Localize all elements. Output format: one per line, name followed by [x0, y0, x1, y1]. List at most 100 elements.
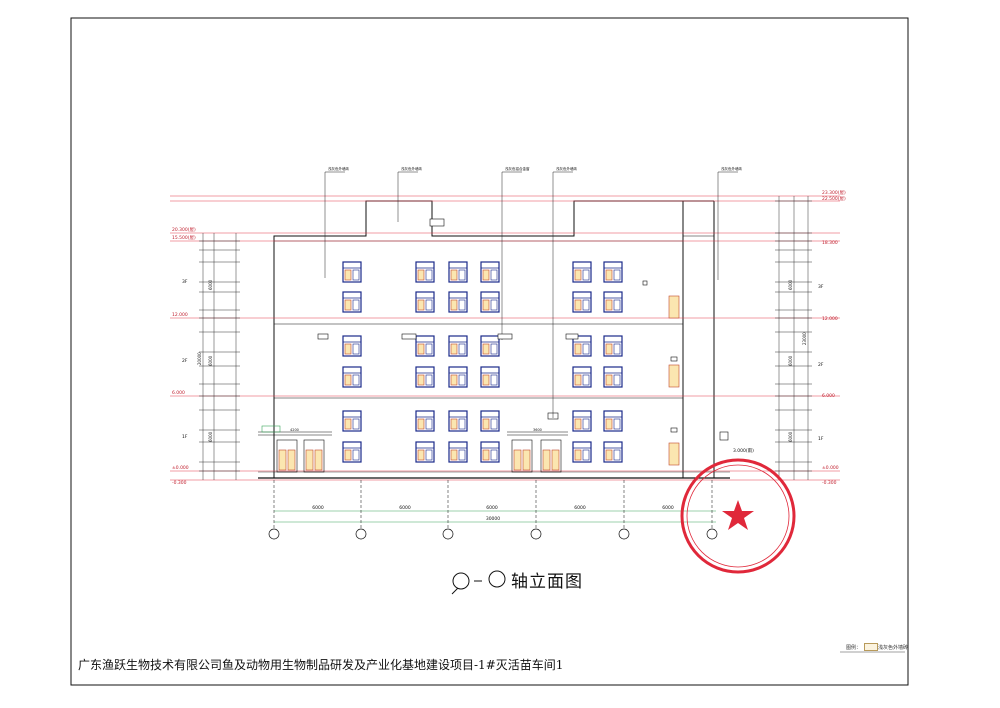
level-label: 18.300	[822, 240, 838, 246]
window	[415, 366, 435, 388]
window	[480, 410, 500, 432]
bottom-dimension	[273, 480, 716, 528]
star-icon	[722, 500, 754, 530]
window	[480, 366, 500, 388]
canopy-dim: 4200	[290, 428, 299, 432]
floor-label: 1F	[818, 436, 824, 442]
right-dimension-chain	[775, 196, 812, 480]
window	[448, 335, 468, 357]
window	[415, 335, 435, 357]
dim-floor: 6000	[208, 355, 213, 366]
bay-dimension-texts: 6000 6000 6000 6000 6000 30000	[312, 505, 674, 522]
bay-dim: 6000	[312, 505, 324, 511]
bay-dim: 6000	[662, 505, 674, 511]
window	[603, 410, 623, 432]
floor-label: 3F	[182, 279, 188, 285]
window	[572, 366, 592, 388]
floor-label: 2F	[818, 362, 824, 368]
level-label: 12.000	[822, 316, 838, 322]
level-label: 23.300(屋)	[822, 190, 846, 196]
level-label: 12.000	[172, 312, 188, 318]
axis-bubble	[530, 528, 542, 540]
window	[603, 366, 623, 388]
window	[342, 410, 362, 432]
window	[572, 261, 592, 283]
window	[572, 410, 592, 432]
level-label: 6.000	[172, 390, 185, 396]
entrance-left	[258, 425, 332, 473]
small-openings	[317, 218, 729, 466]
floor-labels: 3F 2F 1F 3F 2F 1F	[182, 279, 824, 442]
level-label: -0.300	[172, 480, 187, 486]
left-level-labels: 20.300(屋) 15.500(屋) 12.000 6.000 ±0.000 …	[172, 227, 196, 486]
window	[603, 261, 623, 283]
level-label: 22.500(屋)	[822, 196, 846, 202]
window	[448, 261, 468, 283]
floor-label: 3F	[818, 284, 824, 290]
legend-label: 图例：	[846, 645, 862, 651]
company-stamp	[680, 458, 796, 574]
drawing-title: 轴立面图	[455, 567, 583, 592]
dim-height-left: 20000	[197, 352, 202, 365]
note-label: 浅灰色铝合金窗	[505, 166, 530, 171]
window	[480, 261, 500, 283]
level-label: 6.000	[822, 393, 835, 399]
window	[480, 441, 500, 463]
window	[342, 261, 362, 283]
window	[572, 441, 592, 463]
floor-label: 2F	[182, 358, 188, 364]
right-level-labels: 23.300(屋) 22.500(屋) 18.300 12.000 6.000 …	[733, 190, 846, 486]
total-dim: 30000	[486, 516, 500, 522]
window	[342, 291, 362, 313]
canopy-dim: 3600	[533, 428, 542, 432]
window	[448, 366, 468, 388]
dim-floor: 6000	[788, 279, 793, 290]
axis-bubble	[706, 528, 718, 540]
window	[342, 441, 362, 463]
window	[603, 291, 623, 313]
level-label: ±0.000	[172, 465, 189, 471]
sheet-border	[70, 17, 909, 686]
title-axis-bubbles	[451, 570, 506, 595]
level-label: 20.300(屋)	[172, 227, 196, 233]
window	[415, 291, 435, 313]
vertical-dimension-texts: 20000 23000 6000 6000 6000 6000 6000 600…	[197, 279, 807, 442]
window	[572, 335, 592, 357]
window	[415, 410, 435, 432]
left-dimension-chain	[199, 233, 240, 480]
dim-height-right: 23000	[802, 332, 807, 345]
legend-text: 浅灰色外墙砖	[878, 645, 909, 651]
bay-dim: 6000	[486, 505, 498, 511]
axis-bubble-start	[452, 572, 470, 590]
window	[415, 261, 435, 283]
note-label: 浅灰色外墙砖	[328, 166, 349, 171]
bay-dim: 6000	[399, 505, 411, 511]
window	[572, 291, 592, 313]
note-label: 浅灰色外墙砖	[401, 166, 422, 171]
window	[603, 441, 623, 463]
window	[448, 441, 468, 463]
canopy-level-label: 3.000(雨)	[733, 448, 754, 454]
window	[603, 335, 623, 357]
level-label: ±0.000	[822, 465, 839, 471]
note-label: 浅灰色外墙砖	[556, 166, 577, 171]
drawing-title-text: 轴立面图	[511, 572, 583, 592]
window	[415, 441, 435, 463]
dim-floor: 6000	[208, 279, 213, 290]
floor-label: 1F	[182, 434, 188, 440]
window	[448, 291, 468, 313]
windows-group	[342, 261, 623, 463]
dim-floor: 6000	[788, 431, 793, 442]
project-title: 广东渔跃生物技术有限公司鱼及动物用生物制品研发及产业化基地建设项目-1#灭活苗车…	[78, 658, 564, 672]
axis-bubble	[268, 528, 280, 540]
axis-bubble-end	[488, 570, 506, 588]
axis-bubbles	[268, 528, 718, 540]
material-notes	[324, 171, 738, 418]
dim-floor: 6000	[208, 431, 213, 442]
axis-bubble	[355, 528, 367, 540]
bay-dim: 6000	[574, 505, 586, 511]
dim-floor: 6000	[788, 355, 793, 366]
legend-swatch	[864, 643, 878, 651]
entrance-right	[507, 412, 568, 473]
